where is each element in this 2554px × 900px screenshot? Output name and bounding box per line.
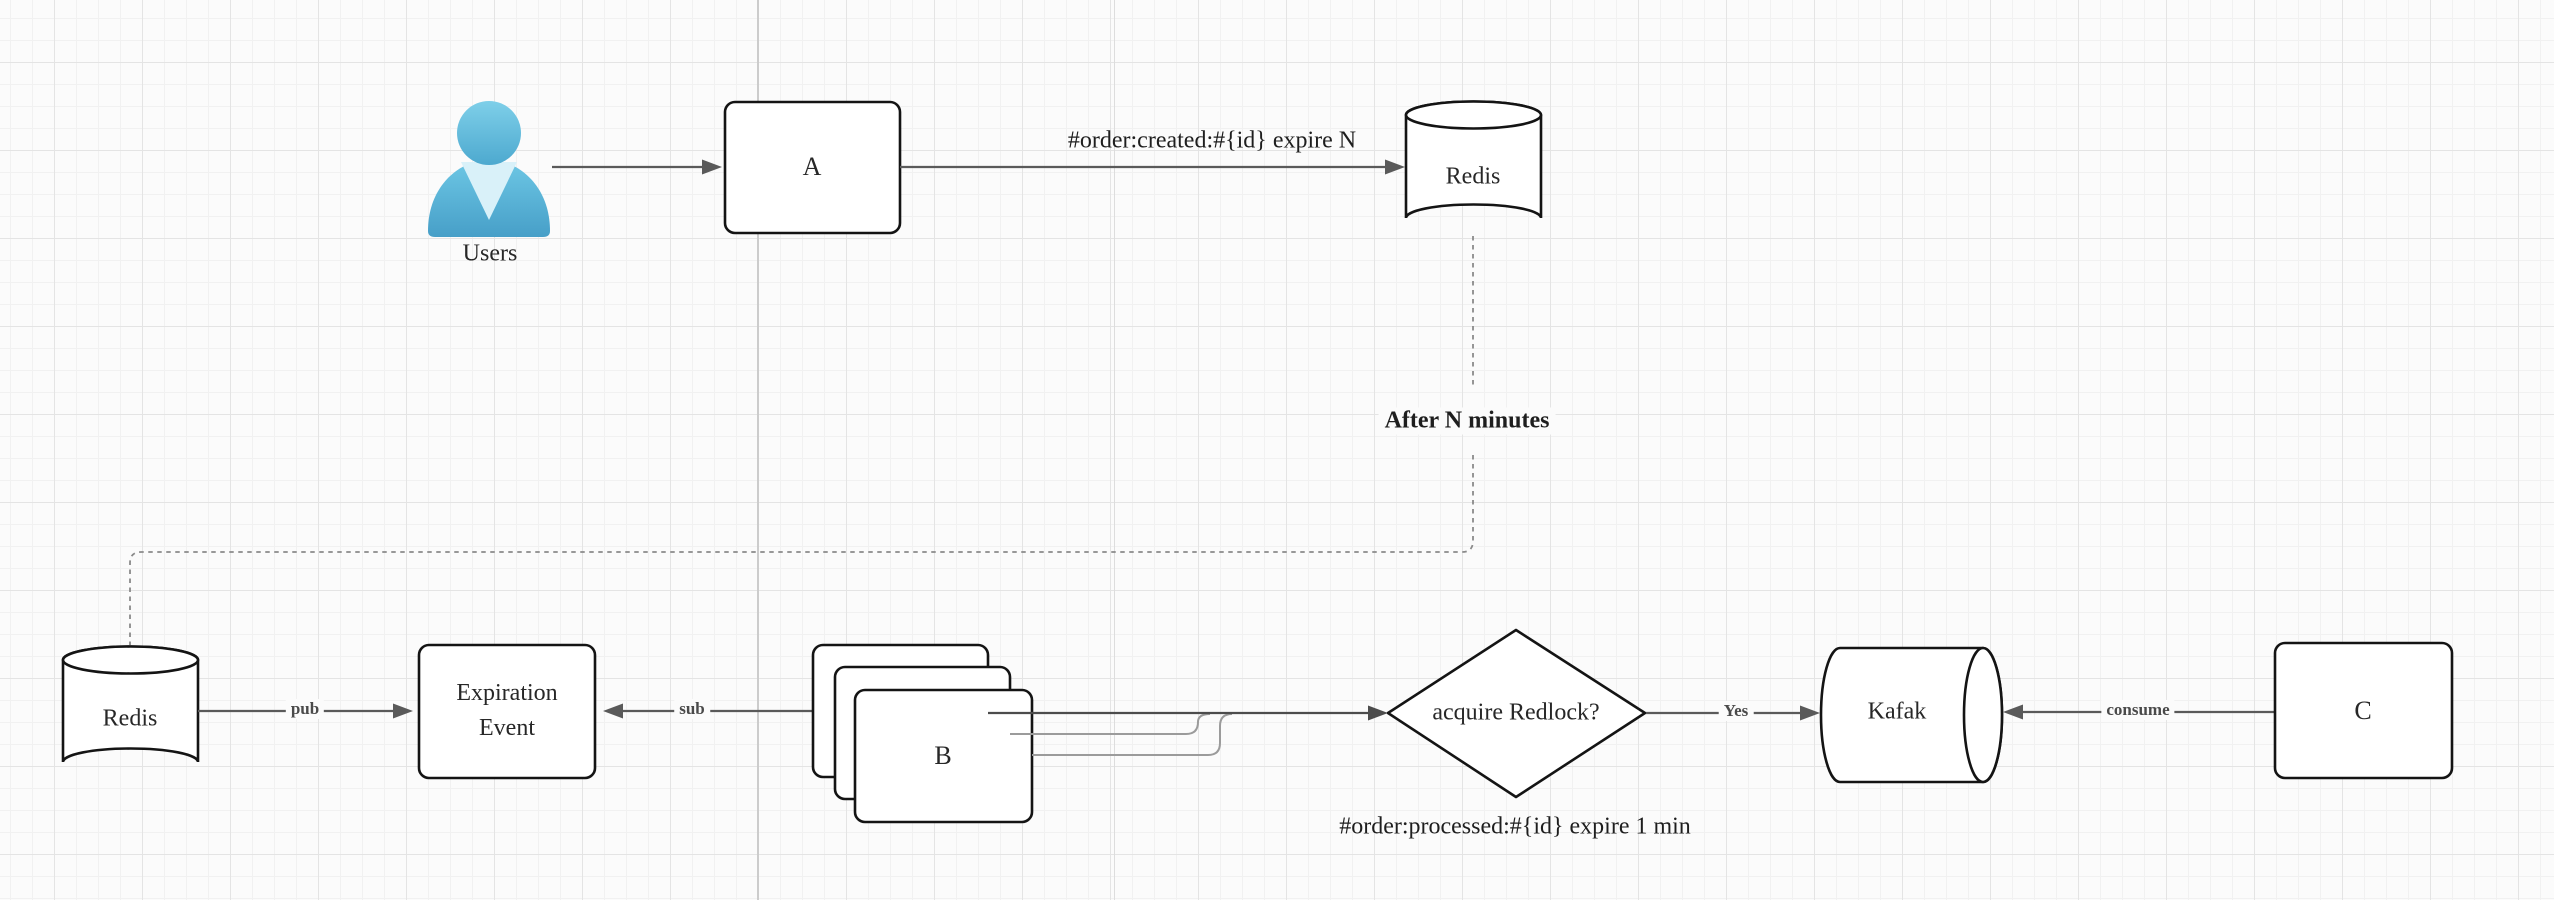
node-decision-diamond[interactable] (1386, 628, 1647, 799)
edge-pub-label[interactable]: pub (285, 699, 325, 719)
edge-b-branches[interactable] (1010, 713, 1233, 756)
arrowhead-left-icon (603, 703, 623, 719)
node-kafak-cylinder[interactable] (1819, 646, 2004, 784)
edge-sub[interactable] (603, 703, 813, 719)
edge-created-label[interactable]: #order:created:#{id} expire N (1067, 127, 1357, 154)
node-redis-top-cylinder[interactable] (1404, 100, 1543, 219)
page-boundary-line (757, 0, 759, 900)
redis-bottom-label[interactable]: Redis (102, 705, 158, 732)
page-boundary-line-2 (1114, 0, 1115, 900)
node-redis-bottom-cylinder[interactable] (61, 645, 200, 763)
arrowhead-right-icon (1800, 705, 1820, 721)
redis-top-label[interactable]: Redis (1445, 163, 1501, 190)
node-c-box[interactable] (2273, 641, 2454, 780)
users-label[interactable]: Users (462, 240, 518, 267)
node-c-label[interactable]: C (2354, 696, 2372, 725)
edge-b-to-decision[interactable] (988, 705, 1388, 721)
after-n-minutes-label[interactable]: After N minutes (1378, 407, 1556, 435)
node-expiration-event-box[interactable] (417, 643, 597, 780)
node-b-stack[interactable] (811, 643, 1034, 824)
edge-yes-label[interactable]: Yes (1718, 701, 1754, 721)
arrowhead-right-icon (1368, 705, 1388, 721)
edge-sub-label[interactable]: sub (674, 699, 710, 719)
person-head-shape (457, 101, 521, 165)
edge-a-to-redis[interactable] (900, 159, 1405, 175)
users-person-icon[interactable] (428, 101, 550, 237)
decision-label[interactable]: acquire Redlock? (1432, 699, 1600, 726)
arrowhead-right-icon (1385, 159, 1405, 175)
edge-consume-label[interactable]: consume (2101, 700, 2175, 720)
expiration-event-label[interactable]: Expiration Event (456, 680, 558, 741)
person-collar-shape (461, 162, 517, 220)
arrowhead-right-icon (393, 703, 413, 719)
edge-users-to-a[interactable] (552, 159, 722, 175)
node-a-label[interactable]: A (802, 152, 822, 181)
arrowhead-right-icon (702, 159, 722, 175)
arrowhead-left-icon (2003, 704, 2023, 720)
edge-processed-label[interactable]: #order:processed:#{id} expire 1 min (1339, 813, 1691, 840)
kafak-label[interactable]: Kafak (1867, 698, 1927, 725)
node-b-label[interactable]: B (934, 741, 952, 770)
edge-after-n-minutes-dashed[interactable] (129, 236, 1474, 645)
